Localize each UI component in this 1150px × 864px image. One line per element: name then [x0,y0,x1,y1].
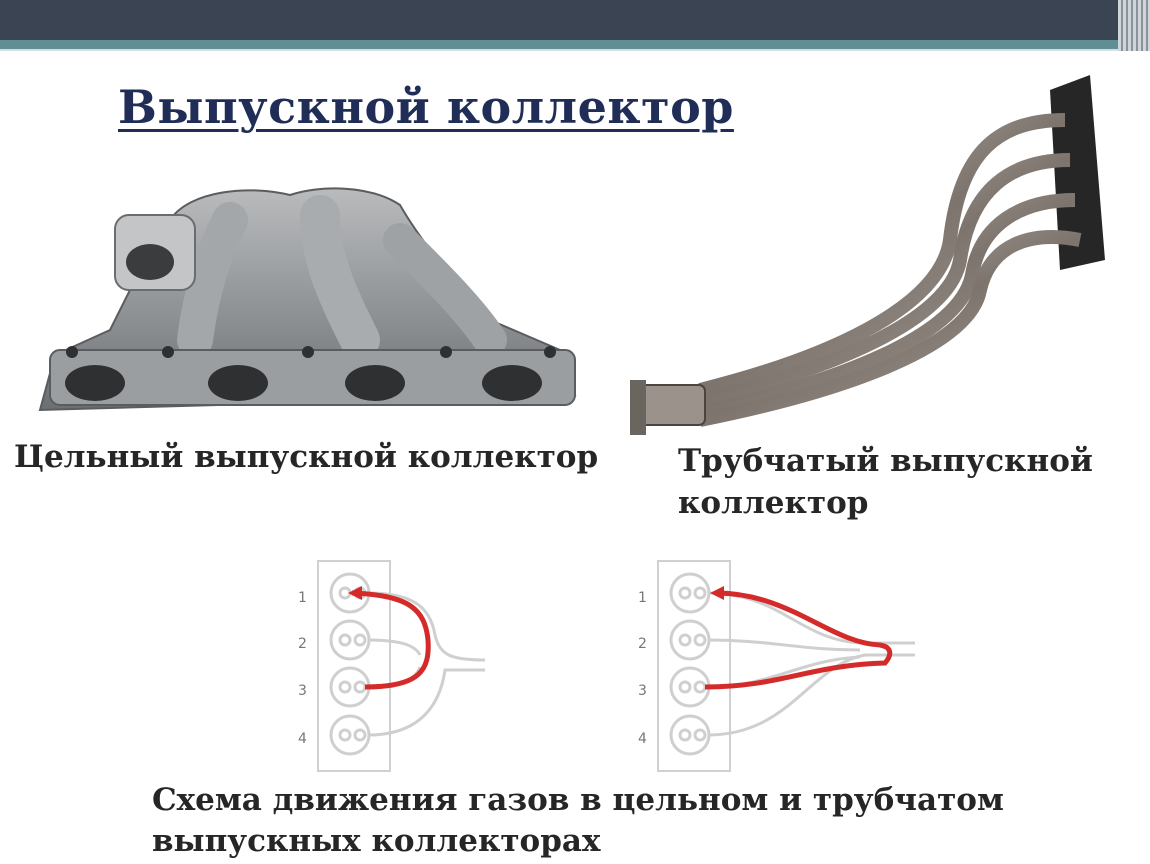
cylinder-label: 3 [638,683,647,699]
caption-tubular-manifold: Трубчатый выпускной коллектор [678,440,1128,524]
diagram-cast-flow: 1 2 3 4 [298,560,486,772]
caption-gas-flow-scheme: Схема движения газов в цельном и трубчат… [152,780,1052,862]
cylinder-label: 1 [298,590,307,606]
caption-cast-manifold: Цельный выпускной коллектор [14,439,599,475]
engine-block-outline [317,560,391,772]
caption-tube-line2: коллектор [678,485,869,521]
caption-scheme-line1: Схема движения газов в цельном и трубчат… [152,782,1004,818]
caption-scheme-line2: выпускных коллекторах [152,823,601,859]
cylinder-label: 2 [638,636,647,652]
gas-flow-arrow [351,590,431,690]
header-corner-pattern [1118,0,1150,51]
engine-block-outline [657,560,731,772]
cylinder-label: 1 [638,590,647,606]
cylinder-label: 4 [638,731,647,747]
header-stripe-light [0,49,1150,51]
diagram-tubular-flow: 1 2 3 4 [638,560,915,772]
cylinder-label: 3 [298,683,307,699]
gas-flow-arrow [704,590,893,690]
cylinder-label: 4 [298,731,307,747]
cylinder-label: 2 [298,636,307,652]
caption-tube-line1: Трубчатый выпускной [678,443,1093,479]
cast-manifold-image [38,187,577,412]
slide-title: Выпускной коллектор [118,80,734,134]
header-bar [0,0,1150,40]
tubular-manifold-image [630,75,1105,435]
header-stripe [0,40,1150,49]
